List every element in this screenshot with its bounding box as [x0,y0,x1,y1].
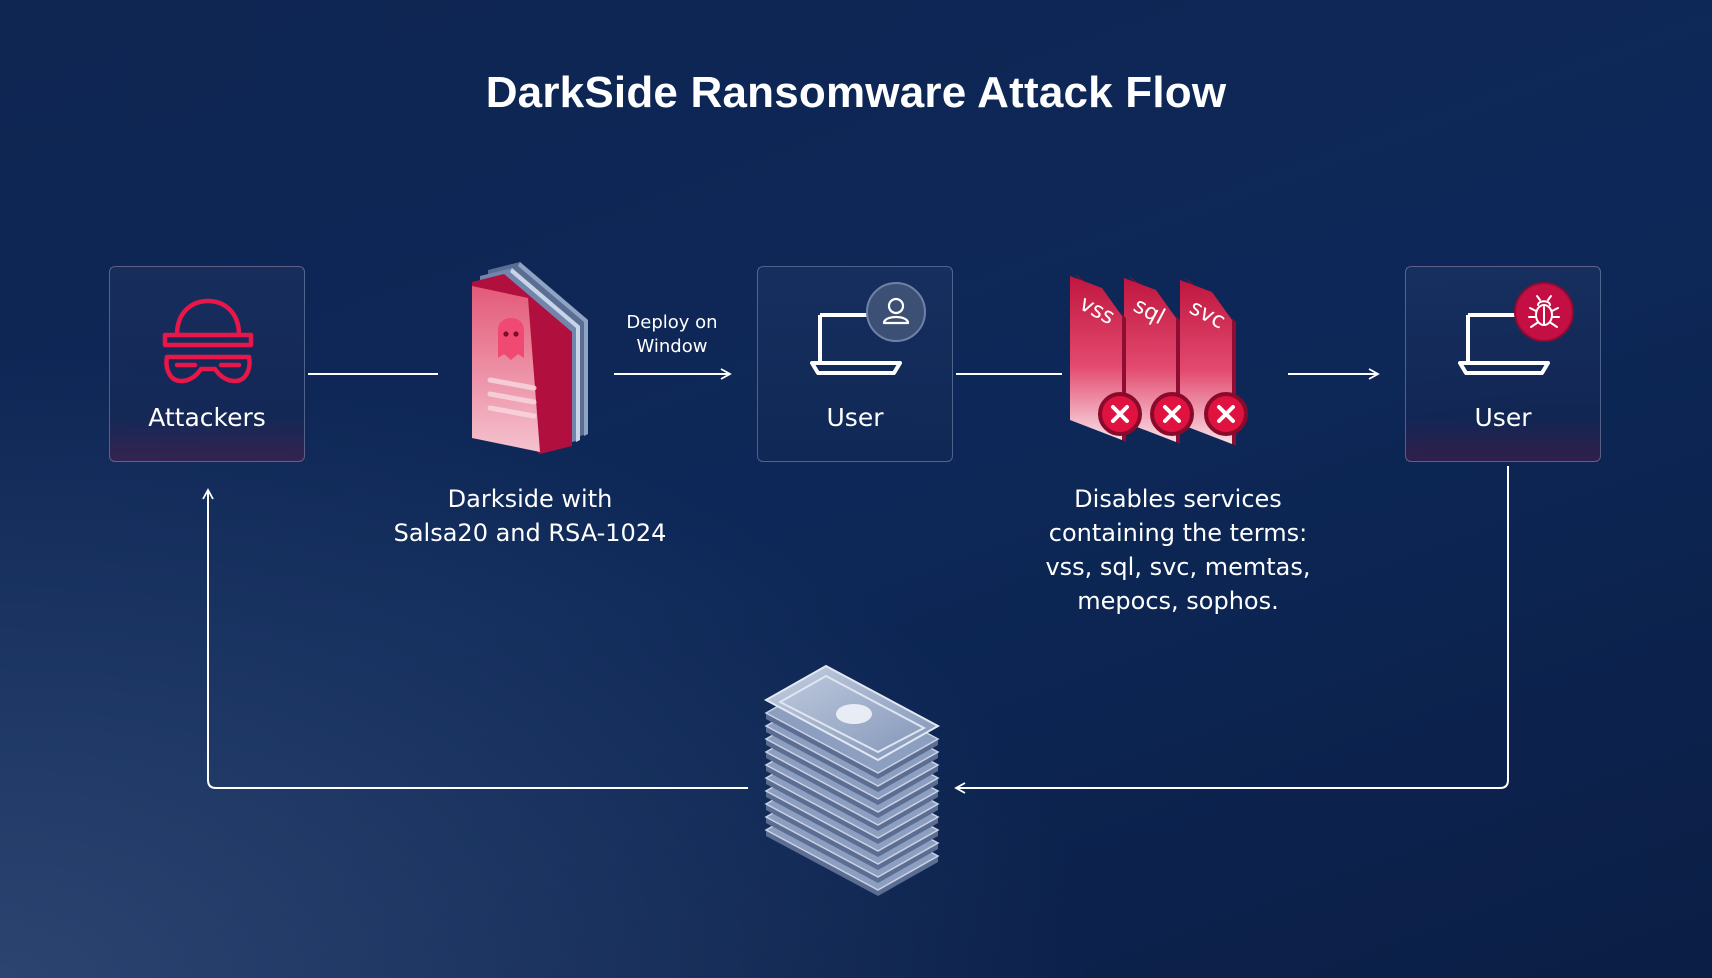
user-label-2: User [1474,403,1532,432]
file-vss: vss [1070,274,1142,442]
deploy-edge-label-line-1: Deploy on [626,312,718,333]
close-icon [1098,392,1142,436]
diagram-title: DarkSide Ransomware Attack Flow [485,68,1227,117]
bug-icon [1514,282,1574,342]
edge-money-to-attackers [202,488,748,789]
edge-user-to-money [954,466,1509,794]
money-stack-icon [763,664,941,896]
services-caption-line-3: vss, sql, svc, memtas, [1045,553,1311,581]
user-label-1: User [826,403,884,432]
document-stack-icon [472,262,588,454]
close-icon [1204,392,1248,436]
darkside-caption-line-1: Darkside with [447,485,613,513]
close-icon [1150,392,1194,436]
laptop-icon [1458,313,1550,375]
darkside-caption: Darkside with Salsa20 and RSA-1024 [380,482,680,550]
laptop-icon [810,313,902,375]
user-node-1: User [757,266,953,462]
services-caption-line-1: Disables services [1074,485,1282,513]
masked-hacker-icon [162,298,254,384]
services-caption: Disables services containing the terms: … [1018,482,1338,618]
services-caption-line-4: mepocs, sophos. [1077,587,1279,615]
deploy-edge-label: Deploy on Window [602,311,742,359]
attackers-node: Attackers [109,266,305,462]
services-caption-line-2: containing the terms: [1048,519,1308,547]
service-files: svc sql vss [1070,274,1248,446]
file-svc: svc [1180,278,1248,446]
user-node-2: User [1405,266,1601,462]
attackers-label: Attackers [148,403,266,432]
user-icon [866,282,926,342]
deploy-edge-label-line-2: Window [636,336,708,357]
darkside-caption-line-2: Salsa20 and RSA-1024 [393,519,667,547]
